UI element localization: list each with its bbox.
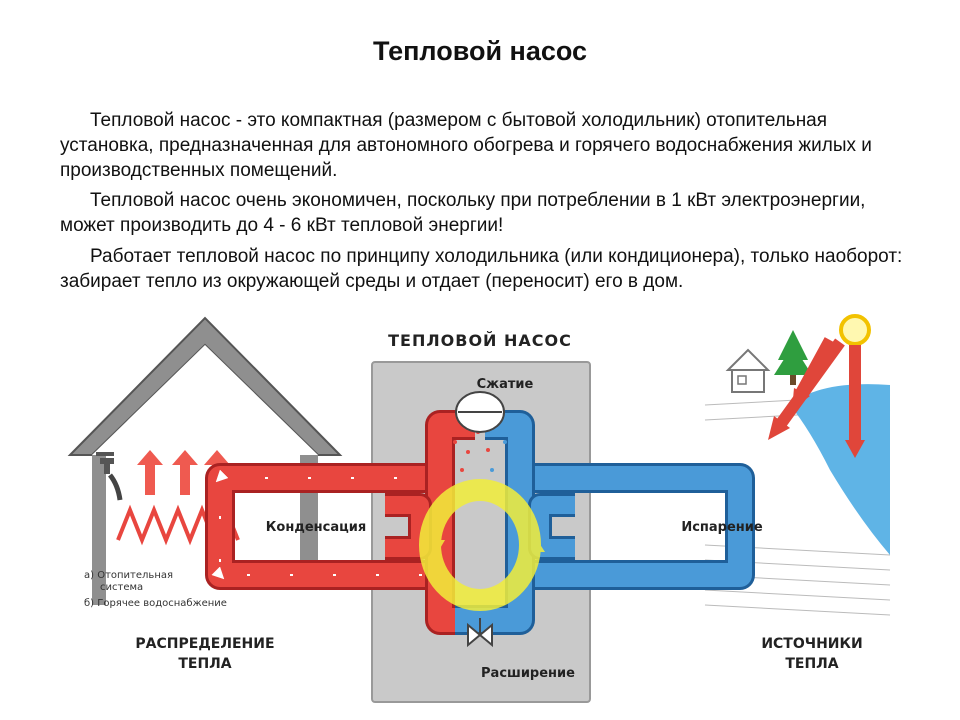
sources-label: ИСТОЧНИКИ: [761, 636, 862, 652]
sun-icon: [839, 314, 871, 346]
sources-label-cont: ТЕПЛА: [785, 656, 838, 672]
cold-refrigerant-dots: [490, 440, 514, 472]
expansion-valve-icon: [467, 618, 493, 648]
legend-hot-water: б) Горячее водоснабжение: [84, 598, 227, 609]
heat-source-scene: [704, 314, 891, 616]
paragraph-principle: Работает тепловой насос по принципу холо…: [60, 246, 903, 292]
condensation-label: Конденсация: [266, 520, 366, 535]
small-house-icon: [725, 348, 771, 393]
distribution-label-cont: ТЕПЛА: [178, 656, 231, 672]
page-title: Тепловой насос: [372, 36, 588, 66]
cycle-arrow-head-right: [520, 532, 545, 552]
cycle-arrow-head-left: [420, 540, 445, 562]
paragraph-definition: Тепловой насос - это компактная (размеро…: [60, 110, 872, 181]
legend-heating-system: а) Отопительная: [84, 570, 173, 581]
water-area: [790, 384, 890, 555]
tree-icon: [774, 330, 812, 385]
solar-ray-arrows: [768, 337, 865, 458]
legend-heating-system-cont: система: [100, 582, 143, 593]
paragraph-economy: Тепловой насос очень экономичен, посколь…: [60, 190, 866, 236]
unit-title-label: ТЕПЛОВОЙ НАСОС: [388, 331, 572, 350]
pipe-icon: [108, 473, 123, 501]
water-tap-icon: [96, 452, 114, 474]
compressor-icon: [455, 391, 505, 433]
distribution-label: РАСПРЕДЕЛЕНИЕ: [135, 636, 274, 652]
cycle-arrow-ring: [419, 479, 545, 611]
evaporation-label: Испарение: [681, 520, 763, 535]
expansion-label: Расширение: [481, 666, 575, 681]
compression-label: Сжатие: [477, 377, 534, 392]
